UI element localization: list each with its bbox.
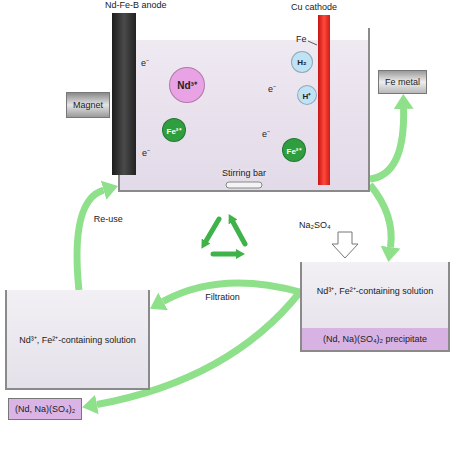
ion-circle: Fe²⁺ [162,118,186,142]
process-arrow [77,190,104,290]
electron-label: e⁻ [142,146,150,159]
magnet-box: Magnet [66,92,110,118]
electron-label: e⁻ [141,56,149,69]
beaker: Nd³⁺, Fe²⁺-containing solution (Nd, Na)(S… [300,262,450,352]
anode-electrode: Nd-Fe-B anode [104,0,168,10]
ion-label: H⁺ [303,90,312,101]
ion-label: H₂ [297,58,306,67]
edge-label: Re-use [92,214,125,224]
ion-circle: H⁺ [297,85,317,105]
process-arrow [370,185,391,247]
box-label: (Nd, Na)(SO₄)₂ [15,404,75,414]
box-label: Magnet [73,100,103,110]
electrode-label: Cu cathode [290,2,338,12]
electrode-bar [318,15,330,185]
product-box: (Nd, Na)(SO₄)₂ [8,398,82,420]
ion-label: Fe²⁺ [287,145,302,156]
ion-label: Fe²⁺ [167,125,182,136]
electrolysis-cell: Stirring bar Nd³⁺ Fe²⁺ H₂ H⁺ Fe²⁺ [118,28,370,192]
process-arrow [370,109,404,179]
edge-label: Filtration [203,292,242,302]
precipitate-label: (Nd, Na)(SO₄)₂ precipitate [323,334,427,344]
cathode-electrode: Cu cathode [290,2,338,12]
electron-label: e⁻ [268,82,276,95]
gas-circle: H₂ [291,51,313,73]
electron-label: e⁻ [262,127,270,140]
stirring-bar-shape [226,182,262,188]
electrode-bar [112,13,136,175]
part-label: Stirring bar [220,168,268,178]
part-label: Fe [296,34,307,44]
ion-label: Nd³⁺ [177,78,197,92]
product-box: Fe metal [378,70,427,94]
process-arrow [163,283,300,301]
electrode-label: Nd-Fe-B anode [104,0,168,10]
leader-line [308,41,317,45]
hollow-arrow [332,232,358,258]
precipitate-layer: (Nd, Na)(SO₄)₂ precipitate [302,328,448,350]
electrolyte [119,40,369,191]
ion-circle: Nd³⁺ [169,67,205,103]
ion-circle: Fe²⁺ [282,138,306,162]
box-label: Fe metal [385,77,420,87]
solution-label: Nd³⁺, Fe²⁺-containing solution [306,284,444,297]
beaker: Nd³⁺, Fe²⁺-containing solution [5,290,150,390]
recycle-symbol [206,219,245,254]
reagent-label: Na₂SO₄ [299,220,331,230]
solution-label: Nd³⁺, Fe²⁺-containing solution [19,333,136,346]
